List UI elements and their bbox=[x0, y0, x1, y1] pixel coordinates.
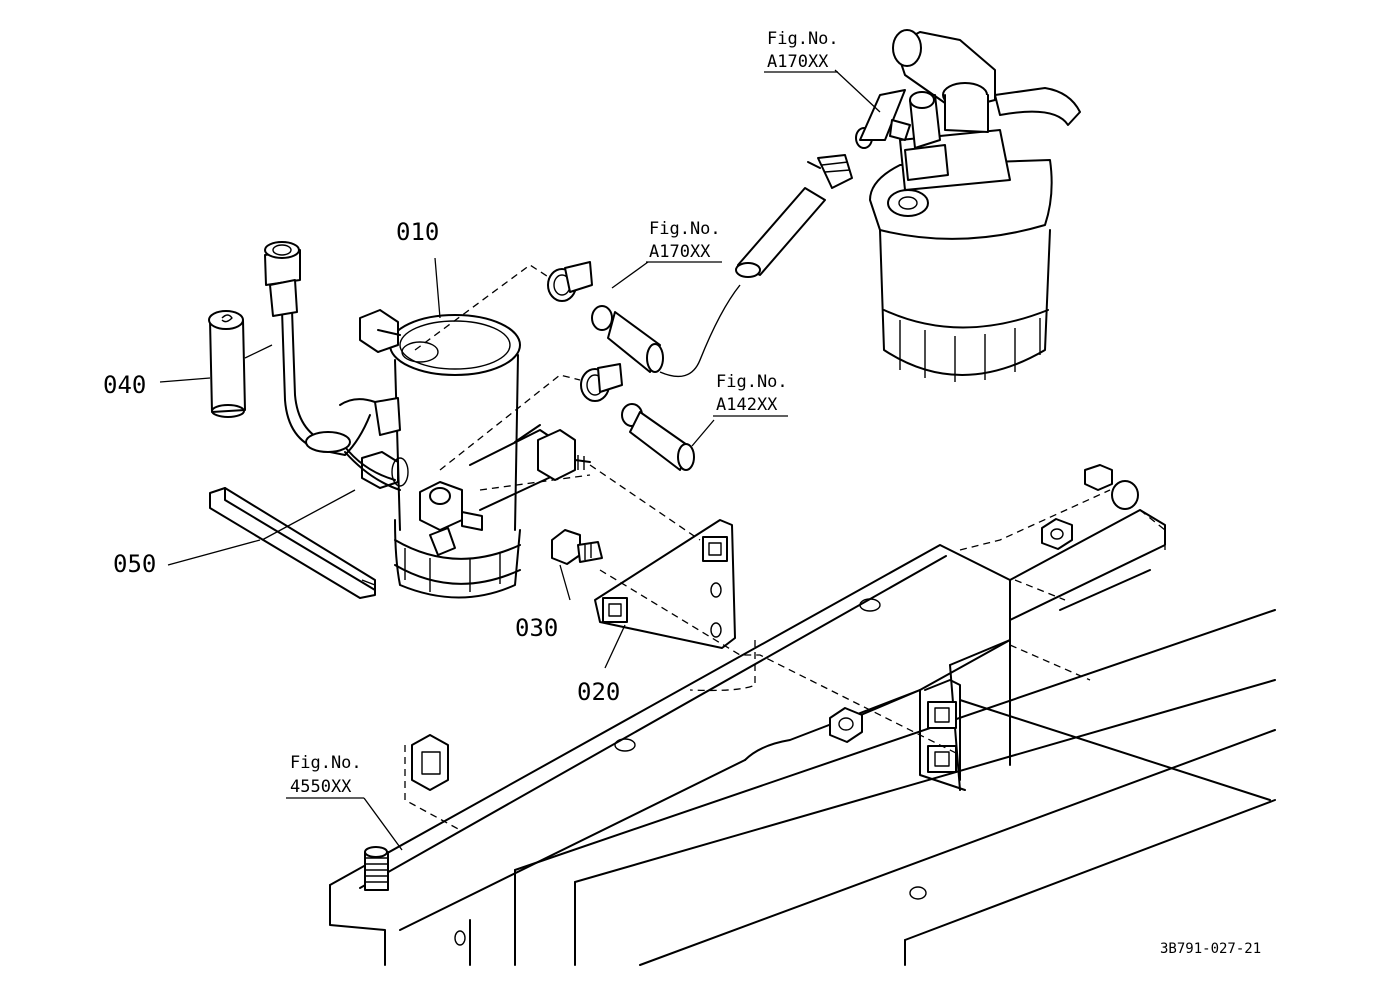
wire-harness bbox=[264, 241, 401, 491]
fig-ref-top[interactable]: Fig.No. A170XX bbox=[764, 29, 839, 73]
fig-ref-mid-number: A170XX bbox=[649, 242, 711, 262]
stud-bolt bbox=[364, 846, 389, 891]
drawing-id: 3B791-027-21 bbox=[1160, 941, 1261, 957]
hose-clips bbox=[547, 127, 873, 471]
fuel-filter bbox=[859, 29, 1081, 382]
label-020: 020 bbox=[577, 678, 620, 706]
fig-ref-right-number: A142XX bbox=[716, 395, 778, 415]
leader-lines bbox=[159, 69, 961, 851]
fig-ref-mid[interactable]: Fig.No. A170XX bbox=[646, 219, 722, 263]
fig-ref-top-number: A170XX bbox=[767, 52, 829, 72]
mounting-bracket bbox=[594, 519, 736, 649]
label-010: 010 bbox=[396, 218, 439, 246]
fig-ref-frame[interactable]: Fig.No. 4550XX bbox=[286, 753, 364, 799]
hex-bolt bbox=[551, 529, 603, 565]
part-labels: 010 040 050 030 020 bbox=[103, 218, 620, 706]
frame-assembly bbox=[329, 464, 1276, 966]
fig-ref-top-caption: Fig.No. bbox=[767, 29, 839, 49]
fig-ref-frame-caption: Fig.No. bbox=[290, 753, 362, 773]
sleeve-tube bbox=[208, 310, 246, 418]
fig-ref-frame-number: 4550XX bbox=[290, 777, 352, 797]
figure-references: Fig.No. A170XX Fig.No. A170XX Fig.No. A1… bbox=[286, 29, 839, 799]
fig-ref-right[interactable]: Fig.No. A142XX bbox=[713, 372, 788, 417]
label-050: 050 bbox=[113, 550, 156, 578]
fuel-pump bbox=[359, 309, 591, 599]
foam-strip bbox=[209, 487, 376, 599]
label-030: 030 bbox=[515, 614, 558, 642]
fig-ref-right-caption: Fig.No. bbox=[716, 372, 788, 392]
label-040: 040 bbox=[103, 371, 146, 399]
fig-ref-mid-caption: Fig.No. bbox=[649, 219, 721, 239]
